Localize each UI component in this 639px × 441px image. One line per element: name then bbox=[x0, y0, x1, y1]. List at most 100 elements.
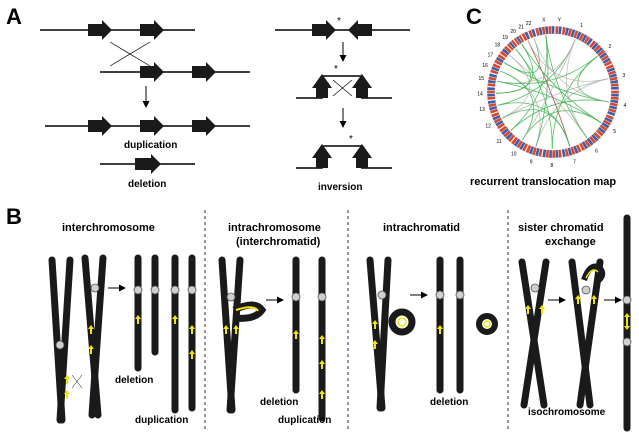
chromosome-band bbox=[595, 128, 605, 137]
chromosome-band bbox=[486, 90, 496, 94]
chromosome-arm bbox=[56, 256, 74, 424]
chromosome-band bbox=[554, 149, 559, 159]
translocation-link bbox=[496, 55, 598, 85]
translocation-link bbox=[510, 99, 610, 131]
chromosome-arm bbox=[520, 258, 550, 409]
translocation-link bbox=[496, 80, 602, 123]
translocation-link bbox=[545, 35, 588, 138]
chromosome-number: 19 bbox=[502, 35, 508, 41]
inverted-repeat-arrow bbox=[348, 20, 372, 40]
translocation-link bbox=[502, 54, 530, 119]
section-title: sister chromatid bbox=[518, 222, 604, 234]
circos-caption: recurrent translocation map bbox=[470, 176, 616, 188]
panel-b-letter: B bbox=[6, 204, 22, 229]
translocation-link bbox=[502, 78, 609, 119]
asterisk-marker: * bbox=[337, 16, 341, 27]
translocation-link bbox=[522, 39, 576, 141]
chromosome-band bbox=[517, 34, 525, 44]
deletion-label: deletion bbox=[430, 397, 468, 408]
repeat-arrow bbox=[189, 325, 195, 334]
repeat-arrow bbox=[624, 313, 630, 322]
chromosome-band bbox=[585, 37, 594, 47]
chromosome-band bbox=[487, 99, 497, 105]
centromere bbox=[291, 292, 301, 302]
repeat-arrow bbox=[437, 325, 443, 334]
chromosome-arm bbox=[88, 254, 107, 419]
repeat-arrow bbox=[591, 295, 597, 304]
chromosome-arm bbox=[568, 258, 594, 409]
repeat-arrow bbox=[64, 390, 70, 399]
deletion-label: deletion bbox=[115, 375, 153, 386]
chromosome-band bbox=[510, 136, 519, 146]
repeat-arrow bbox=[88, 345, 94, 354]
asterisk-marker: * bbox=[349, 134, 353, 145]
centromere bbox=[622, 337, 632, 347]
chromosome-number: 9 bbox=[530, 160, 533, 166]
chromosome-band bbox=[557, 26, 563, 35]
chromosome-number: 18 bbox=[495, 43, 501, 49]
repeat-arrow bbox=[135, 315, 141, 324]
chromosome-number: X bbox=[542, 18, 546, 24]
chromosome-number: 17 bbox=[488, 52, 494, 58]
repeat-arrow bbox=[140, 20, 164, 40]
chromosome-number: 4 bbox=[623, 103, 626, 109]
chromosome-arm bbox=[376, 256, 392, 412]
repeat-arrow bbox=[223, 325, 229, 334]
centromere bbox=[55, 340, 65, 350]
deletion-label: deletion bbox=[128, 179, 166, 190]
chromosome-number: 7 bbox=[573, 160, 576, 166]
looped-chromatid bbox=[232, 301, 267, 322]
chromosome-number: 6 bbox=[595, 149, 598, 155]
chromosome-number: 3 bbox=[623, 73, 626, 79]
repeat-arrow bbox=[525, 305, 531, 314]
inverted-repeat-arrow bbox=[312, 144, 332, 168]
chromosome-band bbox=[523, 30, 531, 41]
duplication-label: duplication bbox=[278, 415, 331, 426]
repeat-arrow bbox=[575, 295, 581, 304]
chromosome-band bbox=[547, 25, 552, 35]
chromosome-band bbox=[488, 72, 498, 79]
repeat-arrow bbox=[372, 320, 378, 329]
chromosome-band bbox=[525, 144, 532, 154]
translocation-link bbox=[515, 48, 553, 149]
chromosome-number: 10 bbox=[511, 152, 517, 158]
chromosome-band bbox=[497, 53, 506, 62]
crossover-line bbox=[109, 41, 151, 67]
chromosome-band bbox=[510, 39, 519, 48]
repeat-arrow bbox=[88, 20, 112, 40]
chromosome-number: 5 bbox=[613, 129, 616, 135]
translocation-link bbox=[499, 70, 534, 141]
repeat-arrow bbox=[319, 360, 325, 369]
section-title: intrachromosome bbox=[228, 222, 321, 234]
inverted-repeat-arrow bbox=[312, 20, 336, 40]
centromere bbox=[90, 283, 100, 293]
inverted-repeat-arrow bbox=[312, 74, 332, 98]
centromere bbox=[133, 285, 143, 295]
repeat-arrow bbox=[192, 116, 216, 136]
chromosome-band bbox=[486, 93, 496, 98]
chromosome-number: 13 bbox=[479, 107, 485, 113]
repeat-arrow bbox=[64, 375, 70, 384]
chromosome-band bbox=[561, 148, 567, 158]
translocation-link bbox=[521, 44, 602, 123]
repeat-arrow bbox=[483, 320, 491, 328]
section-title: interchromosome bbox=[62, 222, 155, 234]
isochromosome-label: isochromosome bbox=[528, 407, 606, 418]
chromosome-band bbox=[610, 90, 620, 94]
centromere bbox=[317, 292, 327, 302]
translocation-link bbox=[533, 38, 610, 103]
crossover-line bbox=[71, 374, 83, 389]
repeat-arrow bbox=[140, 116, 164, 136]
chromosome-band bbox=[578, 142, 586, 152]
centromere bbox=[455, 290, 465, 300]
chromosome-number: 1 bbox=[580, 23, 583, 29]
repeat-arrow bbox=[293, 330, 299, 339]
chromosome-band bbox=[551, 25, 555, 35]
repeat-arrow bbox=[172, 315, 178, 324]
chromosome-band bbox=[492, 62, 502, 70]
asterisk-marker: * bbox=[334, 64, 338, 75]
chromosome-band bbox=[498, 125, 508, 133]
centromere bbox=[170, 285, 180, 295]
